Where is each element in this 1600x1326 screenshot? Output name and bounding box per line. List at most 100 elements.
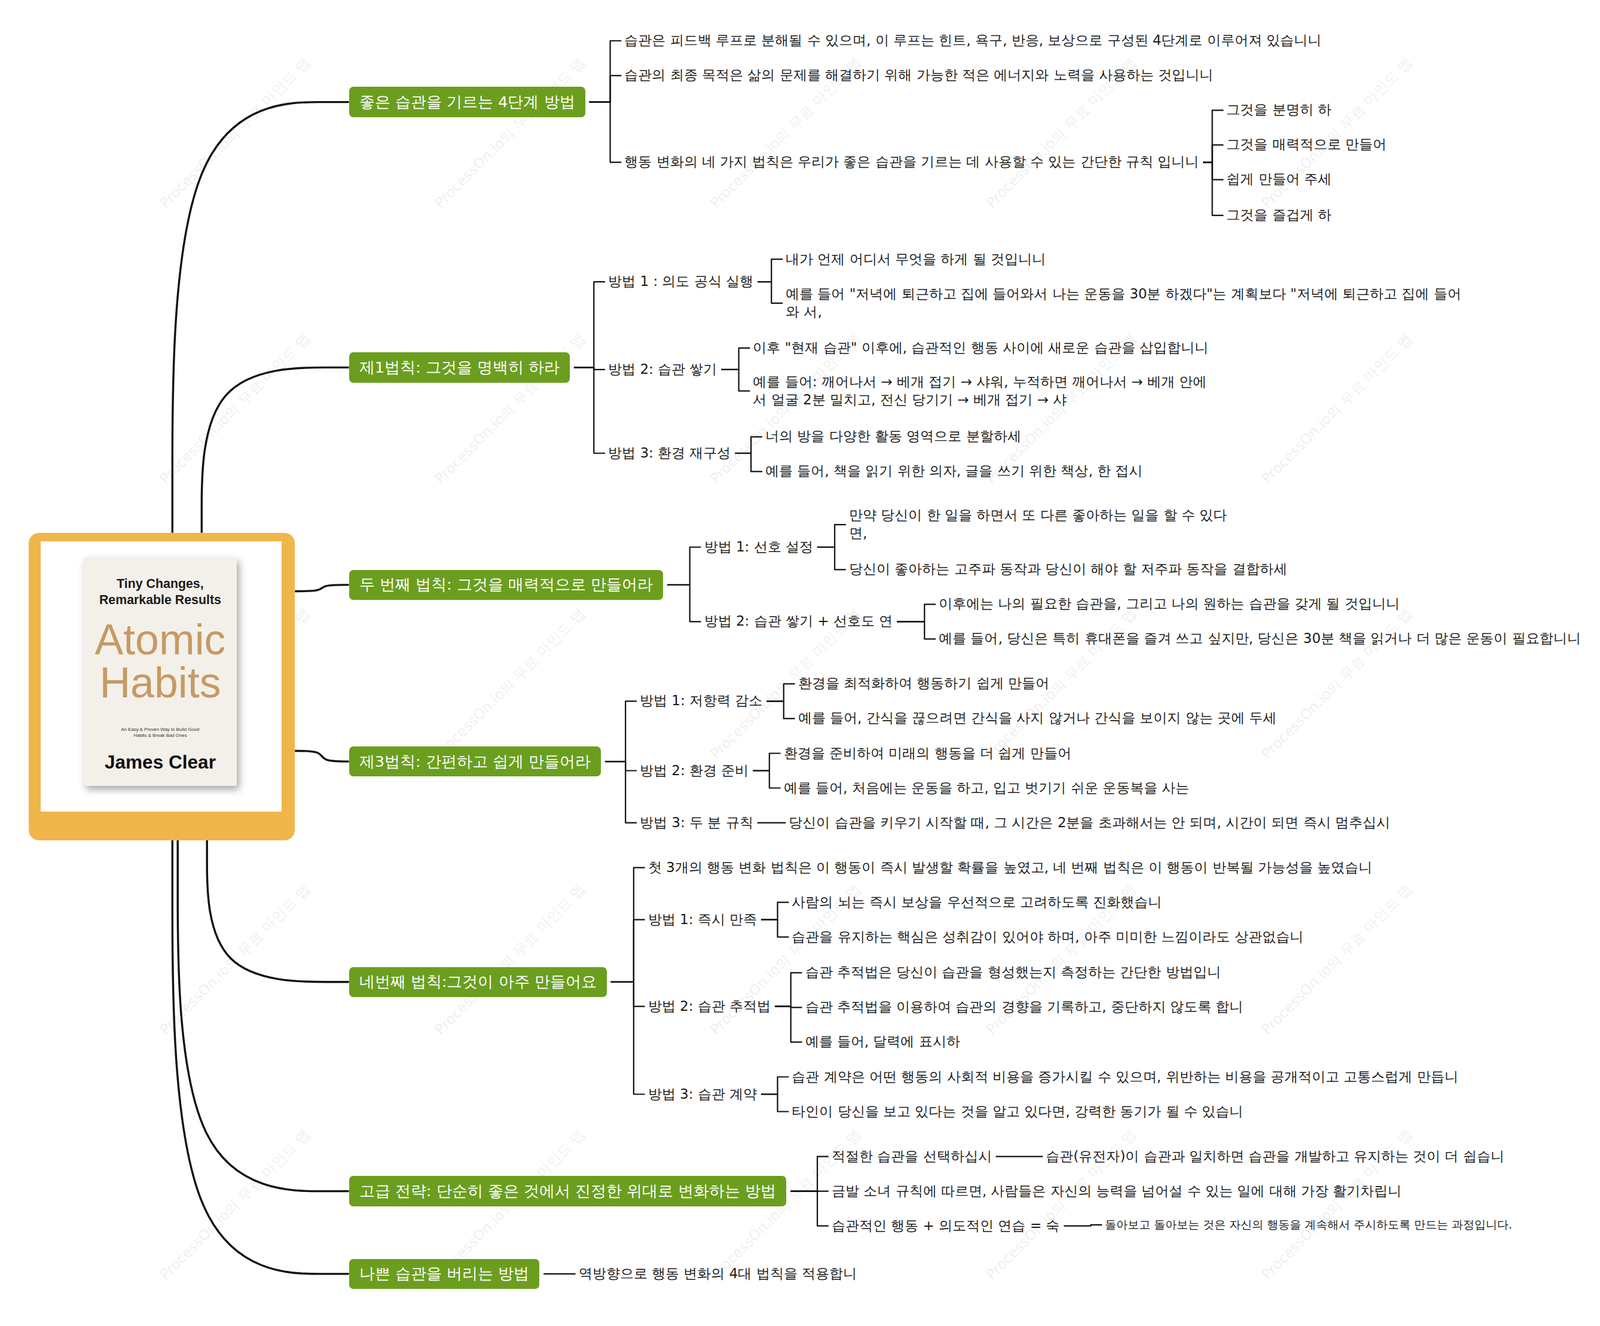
bracket-connector — [817, 524, 847, 548]
watermark: ProcessOn.io의 무료 마인드 맵 — [1257, 53, 1417, 213]
bracket-connector — [734, 436, 763, 453]
subtopic: 방법 2: 환경 준비 — [639, 761, 749, 780]
branch-label: 두 번째 법칙: 그것을 매력적으로 만들어라 — [359, 574, 653, 595]
bracket-connector — [1202, 162, 1224, 216]
topic-text: 적절한 습관을 선택하십시 — [831, 1147, 992, 1166]
subtopic: 습관 계약은 어떤 행동의 사회적 비용을 증가시킬 수 있으며, 위반하는 비… — [791, 1067, 1458, 1086]
bracket-connector — [734, 453, 763, 472]
subtopic: 예를 들어, 달력에 표시하 — [805, 1032, 961, 1051]
subtopic: 만약 당신이 한 일을 하면서 또 다른 좋아하는 일을 할 수 있다 면, — [849, 506, 1229, 543]
cover-text: James Clear — [83, 750, 237, 774]
topic-text: 당신이 습관을 키우기 시작할 때, 그 시간은 2분을 초과해서는 안 되며,… — [788, 813, 1391, 832]
bracket-connector — [995, 1155, 1043, 1157]
bracket-connector — [761, 919, 789, 937]
bracket-connector — [667, 547, 702, 585]
topic-text: 환경을 최적화하여 행동하기 쉽게 만들어 — [798, 674, 1050, 693]
subtopic: 예를 들어, 책을 읽기 위한 의자, 글을 쓰기 위한 책상, 한 접시 — [765, 462, 1143, 481]
topic-text: 너의 방을 다양한 활동 영역으로 분할하세 — [765, 427, 1022, 446]
topic-text: 습관(유전자)이 습관과 일치하면 습관을 개발하고 유지하는 것이 더 쉽습니 — [1045, 1147, 1505, 1166]
bracket-connector — [761, 902, 789, 920]
topic-text: 예를 들어: 깨어나서 → 베개 접기 → 샤워, 누적하면 깨어나서 → 베개… — [752, 373, 1212, 409]
subtopic: 습관(유전자)이 습관과 일치하면 습관을 개발하고 유지하는 것이 더 쉽습니 — [1045, 1147, 1505, 1166]
subtopic: 역방향으로 행동 변화의 4대 법칙을 적용합니 — [578, 1264, 857, 1283]
branch-topic: 제3법칙: 간편하고 쉽게 만들어라 — [349, 746, 601, 777]
topic-text: 방법 3: 환경 재구성 — [608, 444, 731, 463]
bracket-connector — [752, 770, 781, 788]
subtopic: 이후에는 나의 필요한 습관을, 그리고 나의 원하는 습관을 갖게 될 것입니… — [938, 594, 1400, 613]
main-branch-curve — [172, 102, 349, 533]
subtopic: 예를 들어 "저녁에 퇴근하고 집에 들어와서 나는 운동을 30분 하겠다"는… — [785, 285, 1475, 322]
topic-text: 방법 2: 습관 추적법 — [648, 997, 771, 1016]
subtopic: 내가 언제 어디서 무엇을 하게 될 것입니니 — [785, 250, 1046, 269]
central-image-box: Tiny Changes, Remarkable ResultsAtomic H… — [28, 532, 295, 841]
bracket-connector — [605, 761, 637, 771]
watermark: ProcessOn.io의 무료 마인드 맵 — [430, 603, 590, 763]
bracket-connector — [721, 347, 750, 370]
subtopic: 금발 소녀 규칙에 따르면, 사람들은 자신의 능력을 넘어설 수 있는 일에 … — [831, 1182, 1402, 1200]
bracket-connector — [1063, 1224, 1102, 1226]
bracket-connector — [611, 919, 646, 982]
subtopic: 돌아보고 돌아보는 것은 자신의 행동을 계속해서 주시하도록 만드는 과정입니… — [1104, 1217, 1513, 1232]
topic-text: 방법 2: 환경 준비 — [639, 761, 749, 780]
branch-topic: 네번째 법칙:그것이 아주 만들어요 — [349, 966, 607, 997]
topic-text: 방법 2: 습관 쌓기 + 선호도 연 — [704, 612, 894, 631]
subtopic: 그것을 매력적으로 만들어 — [1226, 135, 1387, 154]
bracket-connector — [752, 752, 781, 771]
topic-text: 당신이 좋아하는 고주파 동작과 당신이 해야 할 저주파 동작을 결합하세 — [849, 560, 1288, 579]
topic-text: 습관 계약은 어떤 행동의 사회적 비용을 증가시킬 수 있으며, 위반하는 비… — [791, 1067, 1458, 1086]
topic-text: 방법 1: 저항력 감소 — [639, 691, 763, 710]
branch-topic: 고급 전략: 단순히 좋은 것에서 진정한 위대로 변화하는 방법 — [349, 1175, 787, 1206]
cover-text: Atomic Habits — [83, 618, 237, 704]
topic-text: 예를 들어, 당신은 특히 휴대폰을 즐겨 쓰고 싶지만, 당신은 30분 책을… — [938, 629, 1581, 648]
bracket-connector — [774, 972, 803, 1006]
topic-text: 내가 언제 어디서 무엇을 하게 될 것입니니 — [785, 250, 1046, 269]
subtopic: 쉽게 만들어 주세 — [1226, 170, 1332, 189]
subtopic: 습관은 피드백 루프로 분해될 수 있으며, 이 루프는 힌트, 욕구, 반응,… — [624, 31, 1322, 50]
topic-text: 예를 들어, 책을 읽기 위한 의자, 글을 쓰기 위한 책상, 한 접시 — [765, 462, 1143, 481]
bracket-connector — [588, 75, 622, 102]
bracket-connector — [605, 761, 637, 823]
branch-label: 좋은 습관을 기르는 4단계 방법 — [359, 92, 576, 112]
bracket-connector — [766, 683, 795, 701]
topic-text: 습관은 피드백 루프로 분해될 수 있으며, 이 루프는 힌트, 욕구, 반응,… — [624, 31, 1322, 50]
bracket-connector — [896, 603, 936, 622]
subtopic: 당신이 습관을 키우기 시작할 때, 그 시간은 2분을 초과해서는 안 되며,… — [788, 813, 1391, 832]
branch-topic: 좋은 습관을 기르는 4단계 방법 — [349, 86, 586, 117]
topic-text: 그것을 즐겁게 하 — [1226, 206, 1332, 225]
bracket-connector — [1202, 144, 1224, 163]
subtopic: 이후 "현재 습관" 이후에, 습관적인 행동 사이에 새로운 습관을 삽입합니… — [752, 339, 1208, 357]
cover-text: An Easy & Proven Way to Build Good Habit… — [114, 726, 207, 739]
branch-topic: 두 번째 법칙: 그것을 매력적으로 만들어라 — [349, 569, 664, 600]
watermark: ProcessOn.io의 무료 마인드 맵 — [155, 328, 315, 488]
subtopic: 습관의 최종 목적은 삶의 문제를 해결하기 위해 가능한 적은 에너지와 노력… — [624, 66, 1214, 85]
topic-text: 방법 2: 습관 쌓기 — [608, 360, 717, 379]
subtopic: 예를 들어: 깨어나서 → 베개 접기 → 샤워, 누적하면 깨어나서 → 베개… — [752, 373, 1212, 409]
topic-text: 방법 3: 두 분 규칙 — [639, 813, 754, 832]
main-branch-curve — [177, 840, 349, 1192]
topic-text: 습관 추적법은 당신이 습관을 형성했는지 측정하는 간단한 방법입니 — [805, 963, 1221, 982]
subtopic: 예를 들어, 처음에는 운동을 하고, 입고 벗기기 쉬운 운동복을 사는 — [783, 779, 1190, 798]
subtopic: 습관 추적법을 이용하여 습관의 경향을 기록하고, 중단하지 않도록 합니 — [805, 997, 1244, 1016]
subtopic: 예를 들어, 간식을 끊으려면 간식을 사지 않거나 간식을 보이지 않는 곳에… — [798, 709, 1278, 728]
topic-text: 행동 변화의 네 가지 법칙은 우리가 좋은 습관을 기르는 데 사용할 수 있… — [624, 153, 1199, 172]
subtopic: 방법 2: 습관 쌓기 — [608, 360, 717, 379]
branch-topic: 제1법칙: 그것을 명백히 하라 — [349, 352, 570, 383]
topic-text: 이후에는 나의 필요한 습관을, 그리고 나의 원하는 습관을 갖게 될 것입니… — [938, 594, 1400, 613]
watermark: ProcessOn.io의 무료 마인드 맵 — [430, 879, 590, 1039]
bracket-connector — [766, 700, 795, 719]
topic-text: 습관의 최종 목적은 삶의 문제를 해결하기 위해 가능한 적은 에너지와 노력… — [624, 66, 1214, 85]
subtopic: 환경을 최적화하여 행동하기 쉽게 만들어 — [798, 674, 1050, 693]
subtopic: 그것을 즐겁게 하 — [1226, 206, 1332, 225]
topic-text: 금발 소녀 규칙에 따르면, 사람들은 자신의 능력을 넘어설 수 있는 일에 … — [831, 1182, 1402, 1200]
bracket-connector — [757, 821, 787, 823]
main-branch-curve — [294, 750, 349, 762]
bracket-connector — [543, 1272, 576, 1275]
watermark: ProcessOn.io의 무료 마인드 맵 — [1257, 328, 1417, 488]
topic-text: 돌아보고 돌아보는 것은 자신의 행동을 계속해서 주시하도록 만드는 과정입니… — [1104, 1217, 1513, 1232]
watermark: ProcessOn.io의 무료 마인드 맵 — [155, 53, 315, 213]
subtopic: 당신이 좋아하는 고주파 동작과 당신이 해야 할 저주파 동작을 결합하세 — [849, 560, 1288, 579]
bracket-connector — [611, 867, 646, 982]
topic-text: 예를 들어, 달력에 표시하 — [805, 1032, 961, 1051]
branch-label: 네번째 법칙:그것이 아주 만들어요 — [359, 971, 597, 992]
topic-text: 쉽게 만들어 주세 — [1226, 170, 1332, 189]
